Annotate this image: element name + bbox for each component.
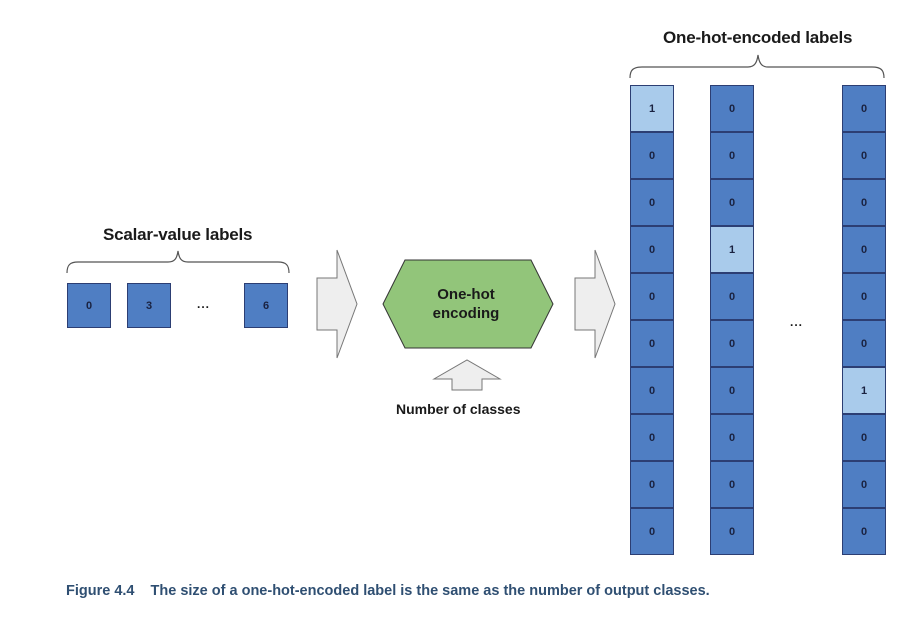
onehot-cell: 0 — [630, 367, 674, 414]
encoder-label: One-hot encoding — [396, 285, 536, 323]
onehot-cell: 0 — [630, 320, 674, 367]
onehot-cell: 0 — [842, 508, 886, 555]
encoder-label-line2: encoding — [432, 305, 500, 322]
onehot-cell: 0 — [842, 226, 886, 273]
onehot-brace — [629, 54, 885, 79]
onehot-cell: 0 — [630, 414, 674, 461]
onehot-cell: 0 — [630, 508, 674, 555]
onehot-cell: 0 — [842, 132, 886, 179]
number-of-classes-label: Number of classes — [396, 401, 521, 417]
scalar-title: Scalar-value labels — [103, 225, 253, 244]
onehot-cell: 0 — [630, 179, 674, 226]
onehot-cell: 0 — [710, 414, 754, 461]
onehot-cell: 0 — [630, 132, 674, 179]
figure-caption: Figure 4.4 The size of a one-hot-encoded… — [66, 583, 710, 599]
onehot-cell: 0 — [842, 179, 886, 226]
onehot-cell: 1 — [842, 367, 886, 414]
onehot-cell: 0 — [630, 461, 674, 508]
encoder-label-line1: One-hot — [437, 286, 495, 303]
onehot-cell: 0 — [710, 132, 754, 179]
onehot-cell: 0 — [710, 273, 754, 320]
arrow-right-icon — [316, 249, 358, 359]
onehot-cell: 0 — [842, 273, 886, 320]
onehot-title: One-hot-encoded labels — [663, 28, 853, 47]
encoder-hexagon — [382, 259, 554, 349]
onehot-cell: 0 — [710, 367, 754, 414]
arrow-up-icon — [432, 359, 502, 391]
onehot-cell: 0 — [630, 273, 674, 320]
onehot-cell: 0 — [710, 85, 754, 132]
onehot-cell: 0 — [842, 461, 886, 508]
onehot-cell: 0 — [842, 85, 886, 132]
onehot-cell: 0 — [710, 320, 754, 367]
onehot-cell: 1 — [630, 85, 674, 132]
onehot-cell: 0 — [630, 226, 674, 273]
onehot-cell: 0 — [710, 461, 754, 508]
onehot-ellipsis: ... — [790, 315, 804, 329]
onehot-cell: 0 — [842, 414, 886, 461]
figure-number: Figure 4.4 — [66, 583, 135, 599]
onehot-cell: 1 — [710, 226, 754, 273]
onehot-cell: 0 — [842, 320, 886, 367]
scalar-cell: 0 — [67, 283, 111, 328]
onehot-cell: 0 — [710, 179, 754, 226]
onehot-cell: 0 — [710, 508, 754, 555]
scalar-ellipsis: ... — [197, 297, 211, 311]
scalar-cell: 3 — [127, 283, 171, 328]
scalar-cell: 6 — [244, 283, 288, 328]
arrow-right-icon — [574, 249, 616, 359]
caption-text: The size of a one-hot-encoded label is t… — [150, 583, 710, 599]
scalar-brace — [66, 250, 290, 274]
